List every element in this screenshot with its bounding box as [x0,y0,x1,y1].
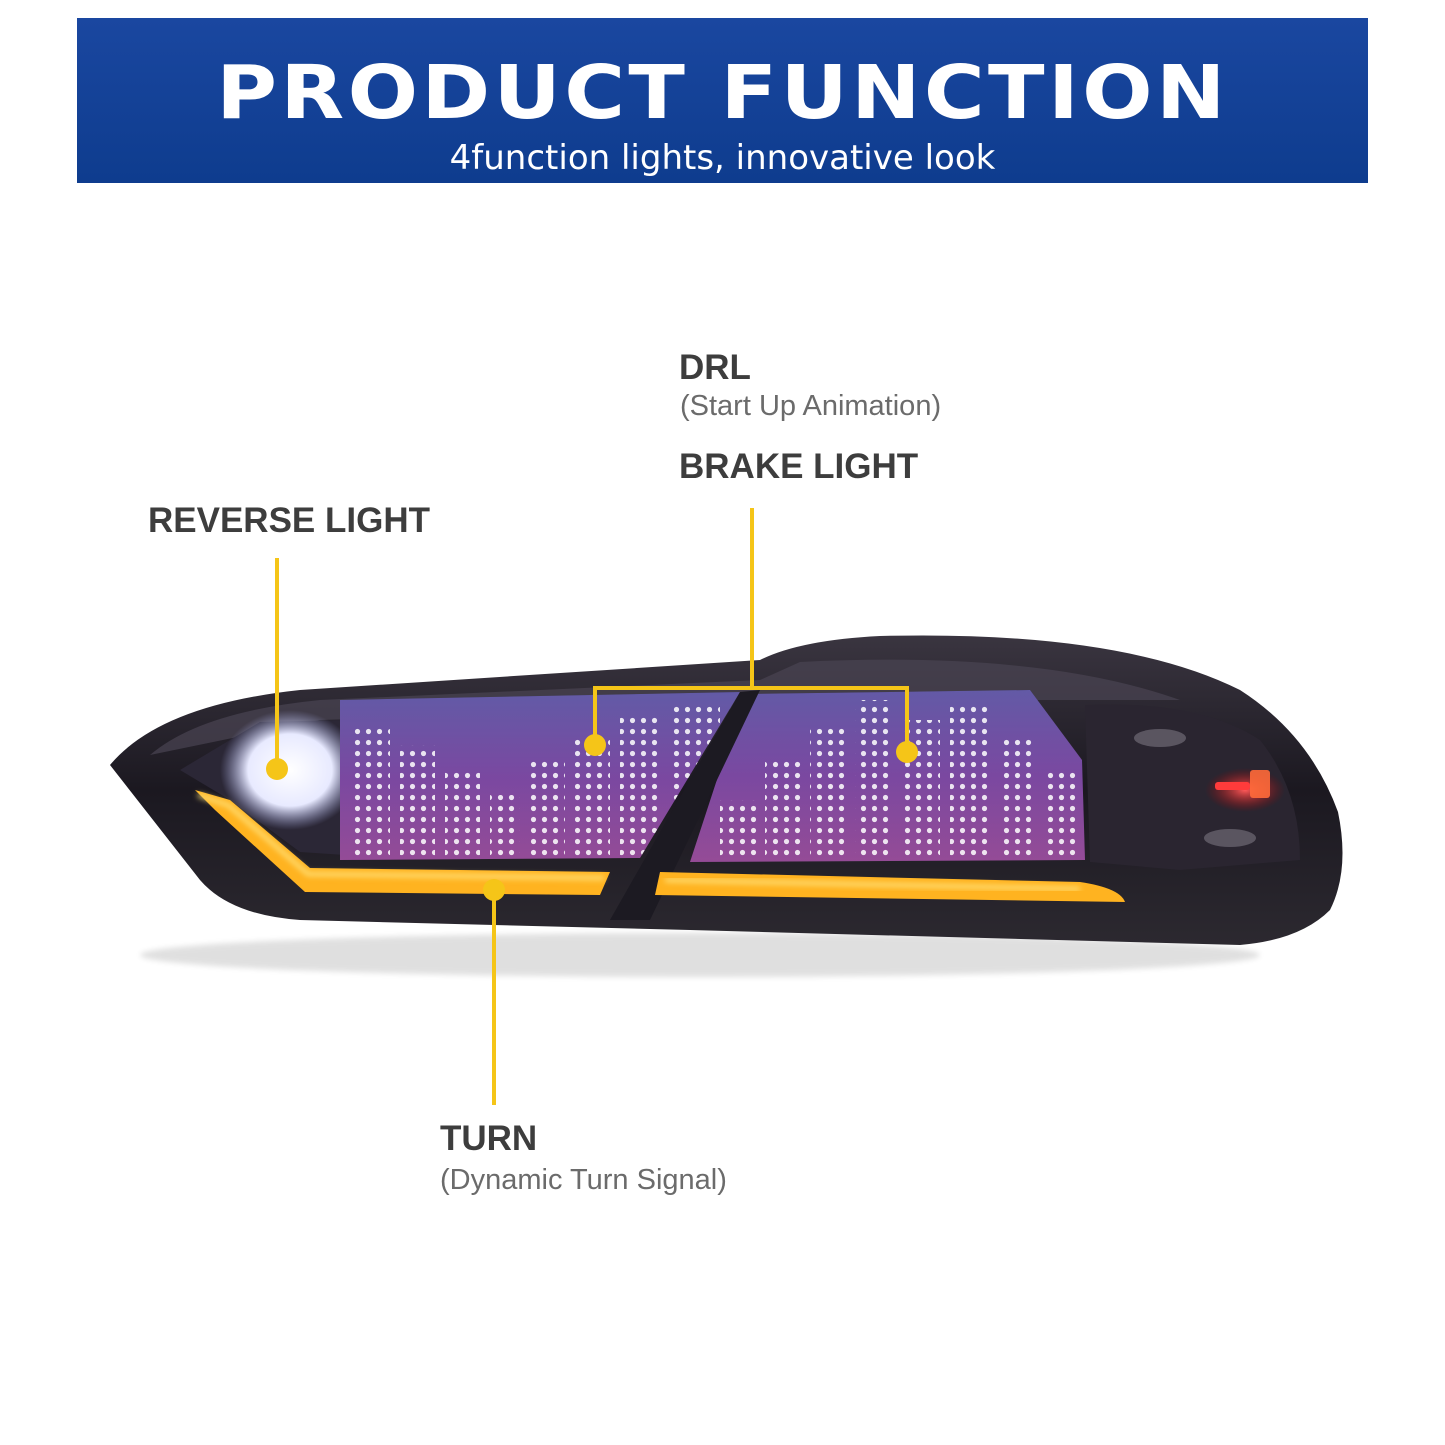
banner-subtitle: 4function lights, innovative look [449,138,996,178]
reverse-light-marker [266,758,288,780]
turn-label: TURN [440,1119,538,1158]
drl-sublabel: (Start Up Animation) [680,390,942,422]
turn-sublabel: (Dynamic Turn Signal) [440,1164,727,1196]
drl-marker-left [584,734,606,756]
brake-light-label: BRAKE LIGHT [679,447,919,486]
header-banner: PRODUCT FUNCTION 4function lights, innov… [77,18,1368,183]
turn-signal-right-strip [655,872,1125,902]
turn-marker [483,879,505,901]
callout-lines [275,508,909,1105]
banner-title: PRODUCT FUNCTION [216,50,1229,136]
reverse-light-label: REVERSE LIGHT [148,501,430,540]
drl-label: DRL [679,348,751,387]
drl-marker-right [896,741,918,763]
turn-signal-left-strip [195,790,610,895]
